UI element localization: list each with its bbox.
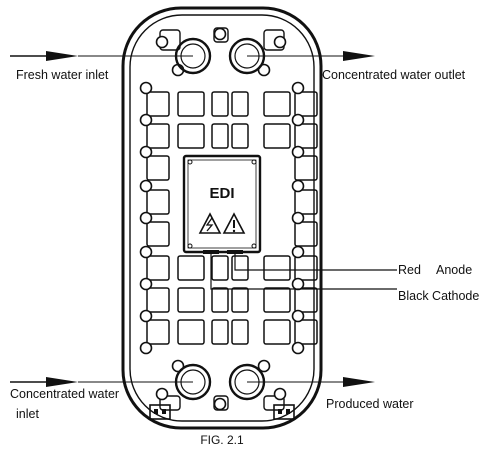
grid-cell xyxy=(231,255,249,281)
bolt-hole xyxy=(155,35,169,49)
bolt-hole xyxy=(291,277,305,291)
edi-box-corner-screw xyxy=(251,159,257,165)
grid-cell xyxy=(294,255,318,281)
cathode-leader-line xyxy=(210,254,397,290)
grid-cell xyxy=(146,221,170,247)
grid-cell xyxy=(211,123,229,149)
grid-cell xyxy=(263,123,291,149)
exclamation-warning-icon xyxy=(222,212,246,234)
concentrated-water-inlet-label-line1: Concentrated water xyxy=(10,387,119,401)
housing-outline xyxy=(121,6,323,430)
grid-cell xyxy=(146,155,170,181)
housing-grid xyxy=(146,27,318,411)
anode-leader-line xyxy=(234,254,397,271)
concentrated-water-inlet-label-line2: inlet xyxy=(16,407,39,421)
grid-cell xyxy=(294,155,318,181)
grid-cell xyxy=(294,189,318,215)
red-label: Red xyxy=(398,263,421,277)
concentrated-water-outlet-arrow xyxy=(247,51,375,61)
bolt-hole xyxy=(213,27,227,41)
grid-cell xyxy=(177,319,205,345)
bolt-hole xyxy=(139,179,153,193)
grid-cell xyxy=(177,255,205,281)
cathode-terminal xyxy=(203,250,219,254)
left-connector xyxy=(149,404,171,420)
grid-cell xyxy=(177,91,205,117)
bolt-holes xyxy=(139,27,305,411)
bolt-hole xyxy=(155,387,169,401)
grid-cell xyxy=(146,123,170,149)
grid-cell xyxy=(177,123,205,149)
bolt-hole xyxy=(291,145,305,159)
grid-cell xyxy=(211,319,229,345)
anode-label: Anode xyxy=(436,263,472,277)
bolt-hole xyxy=(273,35,287,49)
grid-cell xyxy=(146,319,170,345)
anode-terminal xyxy=(227,250,243,254)
right-connector xyxy=(273,404,295,420)
bolt-hole xyxy=(291,211,305,225)
bolt-hole xyxy=(139,211,153,225)
bolt-hole xyxy=(291,81,305,95)
produced-water-label: Produced water xyxy=(326,397,414,411)
grid-cell xyxy=(294,319,318,345)
bolt-hole xyxy=(273,387,287,401)
bolt-hole xyxy=(291,309,305,323)
concentrated-water-inlet-arrow xyxy=(10,377,193,387)
grid-cell xyxy=(294,221,318,247)
grid-cell xyxy=(231,319,249,345)
figure-caption: FIG. 2.1 xyxy=(200,433,244,447)
fresh-water-inlet-label: Fresh water inlet xyxy=(16,68,109,82)
bolt-hole xyxy=(139,113,153,127)
grid-cell xyxy=(231,123,249,149)
bolt-hole xyxy=(257,359,271,373)
bolt-hole xyxy=(291,179,305,193)
black-cathode-label: Black Cathode xyxy=(398,289,479,303)
bolt-hole xyxy=(139,277,153,291)
grid-cell xyxy=(211,255,229,281)
edi-box-corner-screw xyxy=(187,159,193,165)
concentrated-water-outlet-label: Concentrated water outlet xyxy=(322,68,466,82)
grid-cell xyxy=(294,287,318,313)
edi-module-label: EDI xyxy=(209,185,234,202)
edi-box-corner-screw xyxy=(187,243,193,249)
grid-cell xyxy=(146,255,170,281)
fresh-water-inlet-arrow xyxy=(10,51,193,61)
grid-cell xyxy=(294,123,318,149)
bolt-hole xyxy=(139,81,153,95)
lightning-warning-icon xyxy=(198,212,222,234)
grid-cell xyxy=(263,255,291,281)
edi-box xyxy=(182,154,262,254)
grid-cell xyxy=(231,287,249,313)
bolt-hole xyxy=(139,245,153,259)
grid-cell xyxy=(231,91,249,117)
grid-cell xyxy=(211,287,229,313)
bolt-hole xyxy=(291,245,305,259)
bolt-hole xyxy=(139,341,153,355)
grid-cell xyxy=(263,319,291,345)
grid-cell xyxy=(146,189,170,215)
grid-cell xyxy=(146,287,170,313)
bolt-hole xyxy=(139,145,153,159)
edi-box-corner-screw xyxy=(251,243,257,249)
grid-cell xyxy=(263,287,291,313)
grid-cell xyxy=(294,91,318,117)
grid-cell xyxy=(263,91,291,117)
produced-water-arrow xyxy=(247,377,375,387)
bolt-hole xyxy=(291,113,305,127)
bolt-hole xyxy=(291,341,305,355)
grid-cell xyxy=(177,287,205,313)
grid-cell xyxy=(211,91,229,117)
bolt-hole xyxy=(139,309,153,323)
bolt-hole xyxy=(213,397,227,411)
grid-cell xyxy=(146,91,170,117)
housing-inner-outline xyxy=(129,14,315,422)
